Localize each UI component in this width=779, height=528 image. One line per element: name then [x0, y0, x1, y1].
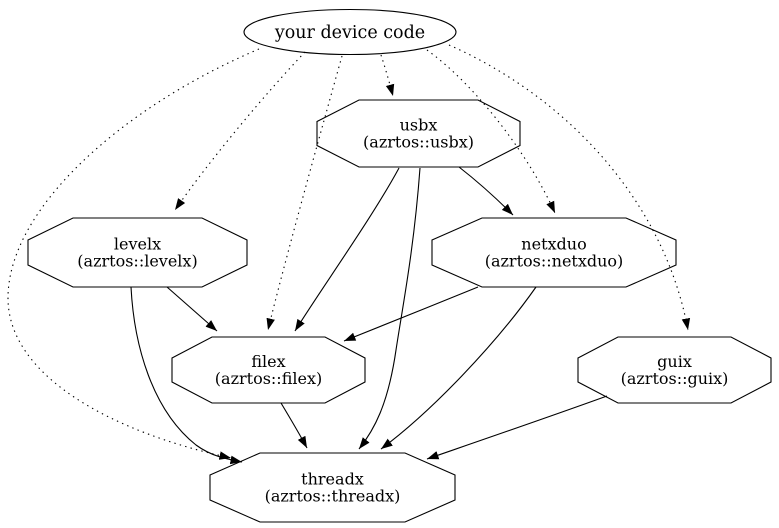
device-label: your device code: [274, 23, 425, 43]
edge-usbx-threadx: [358, 167, 421, 450]
node-netxduo: netxduo (azrtos::netxduo): [431, 217, 677, 288]
node-usbx: usbx (azrtos::usbx): [316, 99, 521, 168]
edge-device-threadx: [7, 48, 260, 460]
node-device: your device code: [243, 8, 457, 56]
guix-label: guix: [657, 352, 692, 371]
edge-levelx-threadx: [130, 286, 243, 465]
edge-device-levelx: [174, 51, 306, 211]
netxduo-package-label: (azrtos::netxduo): [485, 252, 624, 271]
edge-netxduo-threadx: [380, 286, 537, 450]
levelx-octagon: [27, 217, 248, 288]
netxduo-label: netxduo: [521, 235, 586, 254]
node-threadx: threadx (azrtos::threadx): [209, 452, 456, 523]
edge-device-usbx: [380, 54, 395, 97]
edge-device-filex: [266, 55, 343, 331]
netxduo-octagon: [431, 217, 677, 288]
edge-guix-threadx: [426, 395, 608, 460]
node-filex: filex (azrtos::filex): [171, 336, 366, 404]
threadx-package-label: (azrtos::threadx): [265, 487, 401, 506]
edge-usbx-netxduo: [458, 166, 514, 216]
threadx-label: threadx: [301, 470, 364, 489]
filex-package-label: (azrtos::filex): [215, 369, 322, 388]
device-ellipse: [243, 8, 457, 56]
guix-package-label: (azrtos::guix): [621, 369, 729, 388]
threadx-octagon: [209, 452, 456, 523]
edge-levelx-filex: [166, 286, 218, 332]
nodes-layer: your device code usbx (azrtos::usbx) lev…: [27, 8, 772, 523]
filex-octagon: [171, 336, 366, 404]
node-levelx: levelx (azrtos::levelx): [27, 217, 248, 288]
levelx-package-label: (azrtos::levelx): [77, 252, 197, 271]
edges-layer: [7, 44, 691, 465]
edge-netxduo-filex: [343, 286, 479, 342]
edge-filex-threadx: [280, 402, 308, 449]
node-guix: guix (azrtos::guix): [577, 336, 772, 404]
levelx-label: levelx: [114, 235, 161, 254]
edge-device-netxduo: [426, 49, 556, 214]
usbx-octagon: [316, 99, 521, 168]
edge-usbx-filex: [294, 167, 400, 332]
usbx-label: usbx: [400, 116, 438, 135]
guix-octagon: [577, 336, 772, 404]
filex-label: filex: [251, 352, 285, 371]
usbx-package-label: (azrtos::usbx): [363, 133, 474, 152]
